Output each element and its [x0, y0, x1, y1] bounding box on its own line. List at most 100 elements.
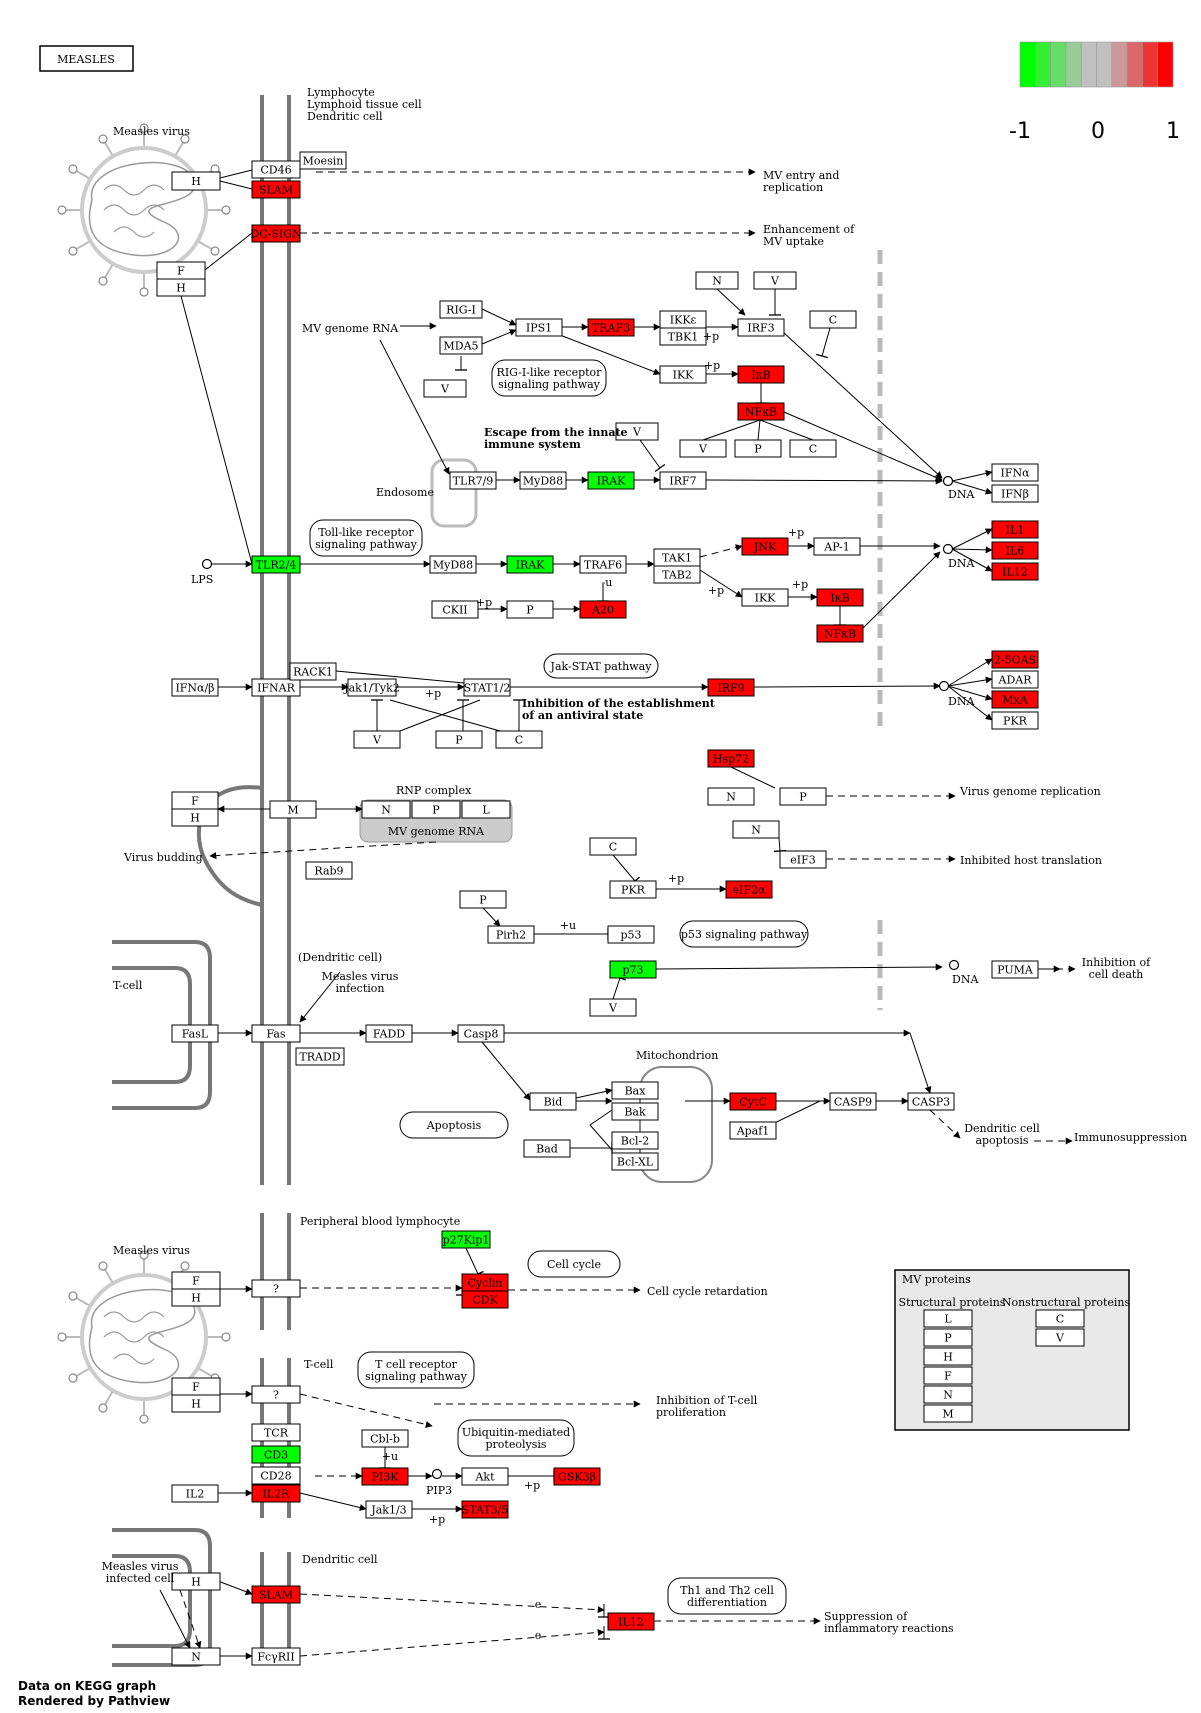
- gene-node[interactable]: RIG-I: [439, 300, 483, 319]
- gene-node[interactable]: FcγRII: [251, 1647, 301, 1666]
- gene-node[interactable]: STAT3/5: [461, 1500, 509, 1519]
- gene-node[interactable]: IFNα: [991, 463, 1039, 482]
- gene-node[interactable]: V: [753, 271, 797, 290]
- gene-node[interactable]: STAT1/2: [463, 678, 511, 697]
- gene-node[interactable]: L: [461, 800, 511, 819]
- gene-node[interactable]: IRAK: [506, 555, 554, 574]
- gene-node[interactable]: Cyclin: [461, 1273, 509, 1292]
- gene-node[interactable]: N: [171, 1647, 221, 1666]
- gene-node[interactable]: H: [171, 1572, 221, 1591]
- gene-node[interactable]: H: [171, 1288, 221, 1307]
- gene-node[interactable]: F: [171, 791, 219, 810]
- gene-node[interactable]: N: [695, 271, 739, 290]
- gene-node[interactable]: CKII: [431, 600, 479, 619]
- gene-node[interactable]: NFκB: [737, 402, 785, 421]
- gene-node[interactable]: IL6: [991, 541, 1039, 560]
- gene-node[interactable]: Hsp72: [707, 749, 755, 768]
- gene-node[interactable]: IKKε: [659, 310, 707, 329]
- gene-node[interactable]: IL12: [607, 1612, 655, 1631]
- pathway-link[interactable]: Cell cycle: [527, 1250, 621, 1278]
- gene-node[interactable]: F: [156, 261, 206, 280]
- gene-node[interactable]: M: [923, 1404, 973, 1423]
- gene-node[interactable]: N: [923, 1385, 973, 1404]
- gene-node[interactable]: IL2R: [251, 1484, 301, 1503]
- gene-node[interactable]: H: [156, 278, 206, 297]
- gene-node[interactable]: H: [171, 1394, 221, 1413]
- gene-node[interactable]: MyD88: [429, 555, 477, 574]
- gene-node[interactable]: AP-1: [813, 537, 861, 556]
- gene-node[interactable]: FADD: [365, 1024, 413, 1043]
- gene-node[interactable]: TAB2: [653, 565, 701, 584]
- gene-node[interactable]: IκB: [816, 588, 864, 607]
- gene-node[interactable]: P: [779, 787, 827, 806]
- pathway-link[interactable]: Apoptosis: [399, 1111, 509, 1139]
- gene-node[interactable]: IRF7: [659, 471, 707, 490]
- gene-node[interactable]: Jak1/Tyk2: [343, 678, 400, 697]
- gene-node[interactable]: F: [171, 1377, 221, 1396]
- gene-node[interactable]: MDA5: [439, 336, 483, 355]
- gene-node[interactable]: Rab9: [305, 861, 353, 880]
- gene-node[interactable]: A20: [579, 600, 627, 619]
- gene-node[interactable]: TRAF3: [587, 318, 635, 337]
- gene-node[interactable]: F: [171, 1271, 221, 1290]
- gene-node[interactable]: TAK1: [653, 548, 701, 567]
- gene-node[interactable]: ?: [251, 1279, 301, 1298]
- gene-node[interactable]: IRAK: [587, 471, 635, 490]
- gene-node[interactable]: Jak1/3: [365, 1500, 413, 1519]
- gene-node[interactable]: CD3: [251, 1445, 301, 1464]
- gene-node[interactable]: Akt: [461, 1467, 509, 1486]
- gene-node[interactable]: C: [1035, 1309, 1085, 1328]
- gene-node[interactable]: H: [923, 1347, 973, 1366]
- gene-node[interactable]: 2-5OAS: [991, 650, 1039, 669]
- gene-node[interactable]: eIF3: [779, 850, 827, 869]
- pathway-link[interactable]: Jak-STAT pathway: [543, 653, 659, 679]
- gene-node[interactable]: P: [923, 1328, 973, 1347]
- gene-node[interactable]: SLAM: [251, 180, 301, 199]
- gene-node[interactable]: ADAR: [991, 670, 1039, 689]
- gene-node[interactable]: F: [923, 1366, 973, 1385]
- gene-node[interactable]: P: [459, 890, 507, 909]
- gene-node[interactable]: IFNAR: [251, 678, 301, 697]
- gene-node[interactable]: p53: [607, 925, 655, 944]
- gene-node[interactable]: C: [809, 310, 857, 329]
- gene-node[interactable]: C: [495, 730, 543, 749]
- gene-node[interactable]: V: [615, 422, 659, 441]
- gene-node[interactable]: MyD88: [519, 471, 567, 490]
- gene-node[interactable]: p27Kip1: [441, 1230, 491, 1249]
- gene-node[interactable]: Moesin: [299, 151, 347, 170]
- gene-node[interactable]: CytC: [729, 1092, 777, 1111]
- gene-node[interactable]: PUMA: [991, 960, 1039, 979]
- gene-node[interactable]: L: [923, 1309, 973, 1328]
- gene-node[interactable]: ?: [251, 1385, 301, 1404]
- gene-node[interactable]: P: [506, 600, 554, 619]
- gene-node[interactable]: TLR7/9: [449, 471, 497, 490]
- gene-node[interactable]: CD28: [251, 1466, 301, 1485]
- gene-node[interactable]: V: [1035, 1328, 1085, 1347]
- gene-node[interactable]: H: [171, 171, 221, 191]
- gene-node[interactable]: Cbl-b: [361, 1429, 409, 1448]
- gene-node[interactable]: P: [435, 730, 483, 749]
- gene-node[interactable]: CD46: [251, 160, 301, 179]
- gene-node[interactable]: TCR: [251, 1423, 301, 1442]
- gene-node[interactable]: IRF9: [707, 678, 755, 697]
- gene-node[interactable]: P: [411, 800, 461, 819]
- gene-node[interactable]: Bid: [529, 1092, 577, 1111]
- gene-node[interactable]: RACK1: [289, 662, 337, 681]
- gene-node[interactable]: IKK: [741, 588, 789, 607]
- gene-node[interactable]: IRF3: [737, 318, 785, 337]
- gene-node[interactable]: PI3K: [361, 1467, 409, 1486]
- gene-node[interactable]: IFNα/β: [171, 678, 219, 697]
- gene-node[interactable]: IκB: [737, 365, 785, 384]
- gene-node[interactable]: P: [734, 439, 782, 458]
- gene-node[interactable]: JNK: [741, 537, 789, 556]
- gene-node[interactable]: Apaf1: [729, 1121, 777, 1140]
- gene-node[interactable]: N: [732, 820, 780, 839]
- gene-node[interactable]: N: [707, 787, 755, 806]
- gene-node[interactable]: Bad: [523, 1139, 571, 1158]
- gene-node[interactable]: CASP9: [829, 1092, 877, 1111]
